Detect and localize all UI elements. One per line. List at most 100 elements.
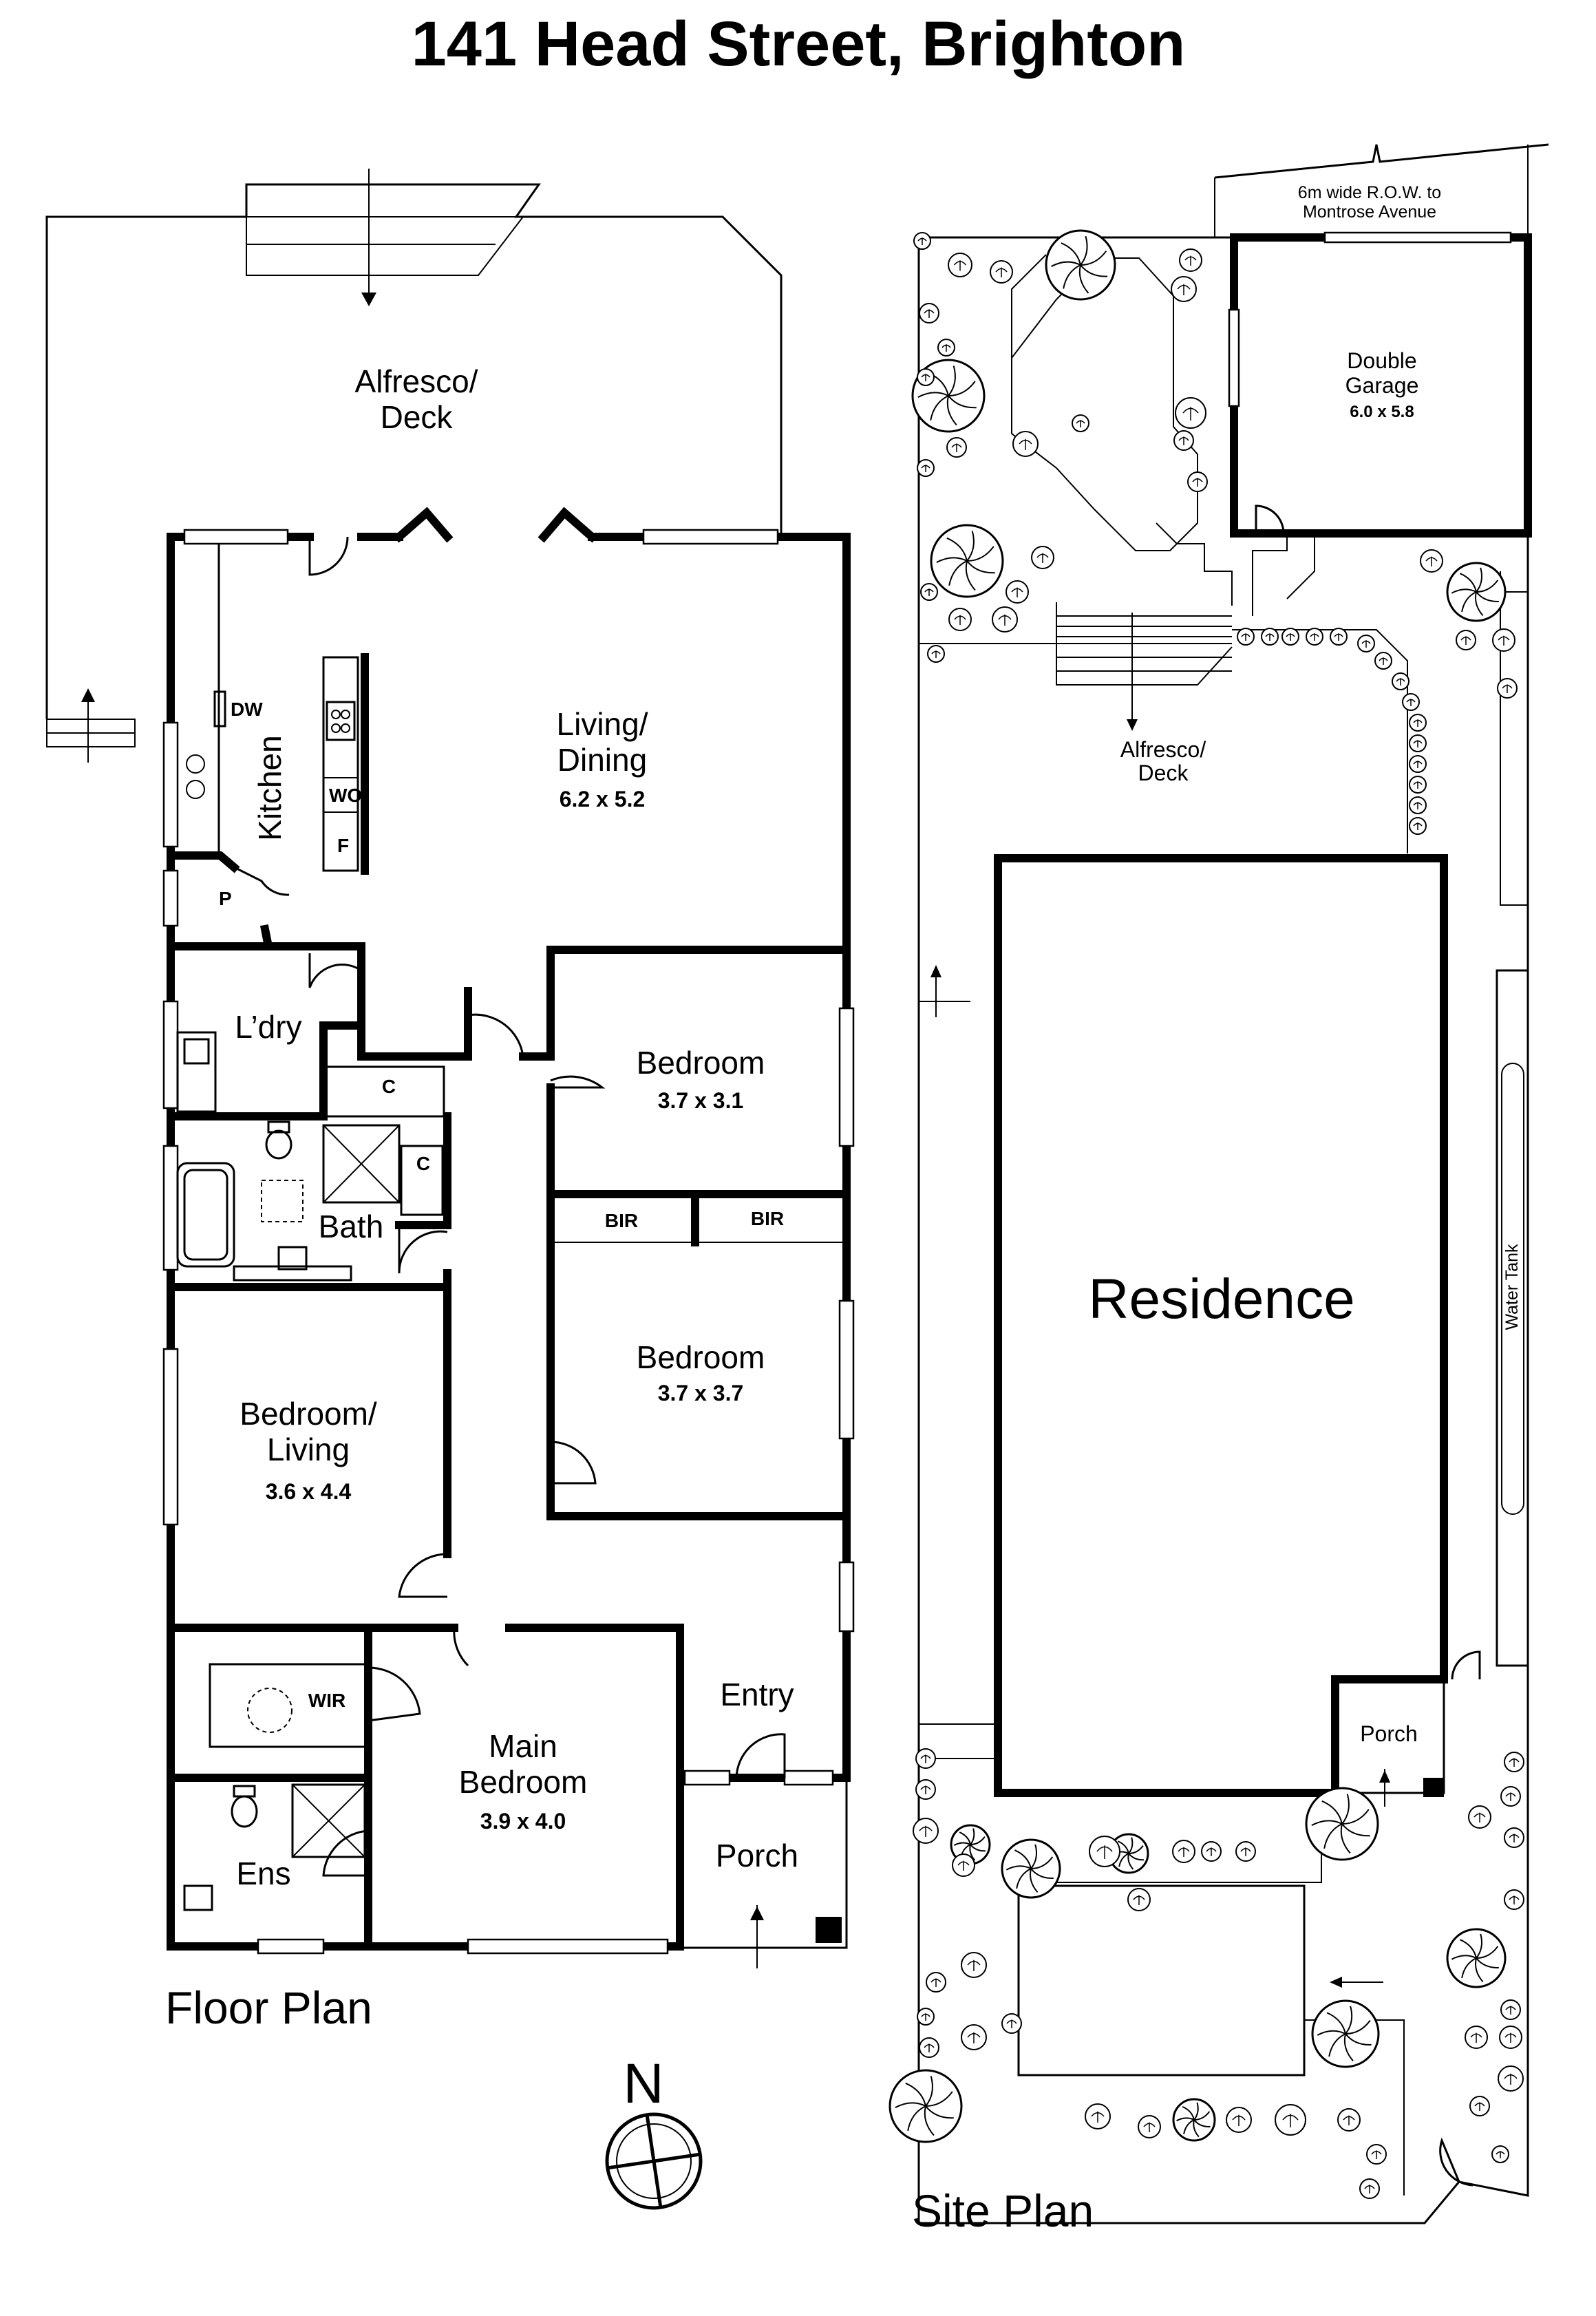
- door-swing-icon: [308, 953, 362, 988]
- windows: [162, 529, 855, 1955]
- bedroom-2-label: Bedroom: [637, 1339, 765, 1375]
- shrub-icon: [913, 232, 931, 250]
- shrub-icon: [961, 1952, 987, 1978]
- shrub-icon: [917, 2008, 935, 2026]
- stair-arrow-icon: [81, 688, 95, 702]
- shrub-icon: [919, 303, 939, 323]
- alfresco-deck-outline: [45, 169, 783, 763]
- svg-text:N: N: [623, 2052, 663, 2115]
- shrub-icon: [1138, 2115, 1161, 2138]
- shrub-icon: [1330, 628, 1348, 646]
- bathroom-fittings: [176, 1031, 445, 1282]
- shrub-icon: [1072, 414, 1089, 432]
- tree-icon: [1045, 229, 1116, 301]
- shrub-icon: [1089, 1836, 1120, 1867]
- tree-icon: [1446, 1928, 1507, 1988]
- shrub-icon: [1504, 1827, 1524, 1848]
- shrub-icon: [915, 1748, 936, 1769]
- window: [783, 1770, 834, 1786]
- shrub-icon: [1127, 1888, 1151, 1911]
- toilet-icon: [265, 1129, 292, 1160]
- shrub-icon: [948, 253, 972, 277]
- shrub-icon: [1409, 714, 1427, 732]
- stair-arrow-icon: [1330, 1977, 1342, 1988]
- bedroom-2-size: 3.7 x 3.7: [658, 1381, 744, 1405]
- stair-arrow-icon: [1127, 719, 1138, 731]
- shrub-icon: [961, 2024, 987, 2050]
- tree-icon: [1446, 562, 1507, 622]
- shrub-icon: [917, 368, 935, 386]
- shrub-icon: [948, 608, 972, 631]
- shrub-icon: [990, 260, 1013, 284]
- shrub-icon: [1357, 635, 1375, 652]
- stair-arrow-icon: [1379, 1770, 1390, 1783]
- shrub-icon: [1175, 397, 1206, 429]
- bath-label: Bath: [319, 1209, 384, 1244]
- shrub-icon: [919, 2037, 939, 2058]
- shrub-icon: [913, 1818, 939, 1844]
- laundry-label: L’dry: [235, 1009, 301, 1045]
- tree-icon: [930, 524, 1004, 598]
- shrub-icon: [937, 339, 955, 357]
- window: [162, 1145, 179, 1271]
- shrub-icon: [1359, 2178, 1380, 2199]
- porch-area: [680, 1778, 848, 1968]
- shrub-icon: [1366, 2144, 1387, 2165]
- bedroom-living-size: 3.6 x 4.4: [266, 1479, 352, 1504]
- shrub-icon: [1085, 2103, 1111, 2129]
- shrub-icon: [1420, 549, 1443, 573]
- doors: [233, 507, 786, 1877]
- toilet-icon: [231, 1795, 258, 1828]
- door-swing-icon: [308, 536, 349, 576]
- kitchen-fittings: [186, 544, 369, 875]
- shrub-icon: [946, 437, 967, 458]
- shrub-icon: [1409, 817, 1427, 835]
- shrub-icon: [1337, 2108, 1361, 2132]
- wir-ens-fittings: [183, 1663, 370, 1911]
- door-swing-icon: [233, 866, 290, 896]
- bifold-door-icon: [393, 507, 454, 543]
- entry-label: Entry: [720, 1677, 794, 1712]
- living-dining-size: 6.2 x 5.2: [560, 787, 646, 811]
- residence-label: Residence: [1088, 1268, 1354, 1330]
- stair-arrow-icon: [361, 293, 376, 306]
- shower-icon: [291, 1783, 366, 1858]
- shrub-icon: [1235, 1841, 1256, 1862]
- wir-label: WIR: [308, 1690, 345, 1711]
- window: [838, 1561, 855, 1633]
- tree-icon: [889, 2069, 963, 2143]
- shrub-icon: [1187, 471, 1208, 492]
- window: [838, 1007, 855, 1147]
- window: [162, 869, 179, 927]
- basin-icon: [277, 1246, 308, 1271]
- garage-size: 6.0 x 5.8: [1350, 403, 1414, 421]
- shrub-icon: [1498, 2065, 1524, 2092]
- post-icon: [816, 1917, 842, 1943]
- tree-icon: [1172, 2098, 1216, 2142]
- plan-title: 141 Head Street, Brighton: [412, 9, 1186, 79]
- water-tank-label: Water Tank: [1502, 1244, 1522, 1330]
- shrub-icon: [1500, 1786, 1521, 1807]
- door-swing-icon: [398, 1553, 448, 1598]
- door-swing-icon: [453, 1627, 469, 1667]
- bir-label-1: BIR: [605, 1210, 638, 1231]
- shrub-icon: [1492, 628, 1515, 652]
- shrub-icon: [1392, 672, 1409, 690]
- kitchen-label: Kitchen: [252, 735, 288, 840]
- shrub-icon: [1275, 2104, 1306, 2136]
- stair-arrow-icon: [930, 965, 941, 977]
- pantry-label: P: [219, 888, 232, 909]
- site-alfresco-label: Alfresco/Deck: [1120, 737, 1206, 785]
- tree-icon: [1108, 1833, 1149, 1874]
- shrub-icon: [1237, 628, 1255, 646]
- shrub-icon: [1374, 652, 1392, 670]
- residence-footprint: [994, 854, 1448, 1797]
- bir-label-2: BIR: [751, 1208, 784, 1229]
- wo-label: WO: [329, 785, 362, 806]
- door-swing-icon: [1451, 1650, 1481, 1680]
- north-arrow-icon: N: [605, 2052, 703, 2210]
